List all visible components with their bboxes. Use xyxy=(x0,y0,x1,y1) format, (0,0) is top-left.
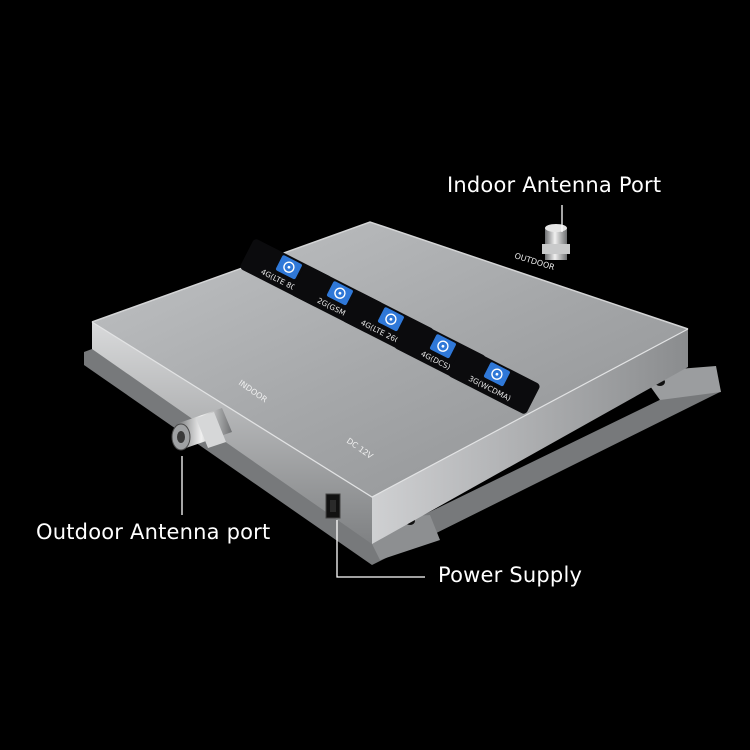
outdoor-antenna-connector xyxy=(171,408,232,451)
power-supply-label: Power Supply xyxy=(438,563,583,587)
power-jack xyxy=(325,493,341,519)
outdoor-antenna-port-label: Outdoor Antenna port xyxy=(36,520,271,544)
power-callout-line xyxy=(336,520,425,578)
signal-icon xyxy=(326,281,353,306)
signal-icon xyxy=(483,362,510,387)
booster-body xyxy=(91,221,689,544)
indoor-antenna-port-label: Indoor Antenna Port xyxy=(447,173,662,197)
front-face xyxy=(92,322,372,544)
signal-icon xyxy=(275,255,302,280)
top-face xyxy=(92,222,688,497)
indoor-antenna-connector xyxy=(542,224,570,260)
signal-icon xyxy=(429,334,456,359)
right-face xyxy=(372,329,688,544)
band-badges: 4G(LTE 800)2G(GSM)4G(LTE 2600)4G(DCS)3G(… xyxy=(240,239,540,414)
callout-lines xyxy=(181,205,563,578)
signal-icon xyxy=(377,307,404,332)
